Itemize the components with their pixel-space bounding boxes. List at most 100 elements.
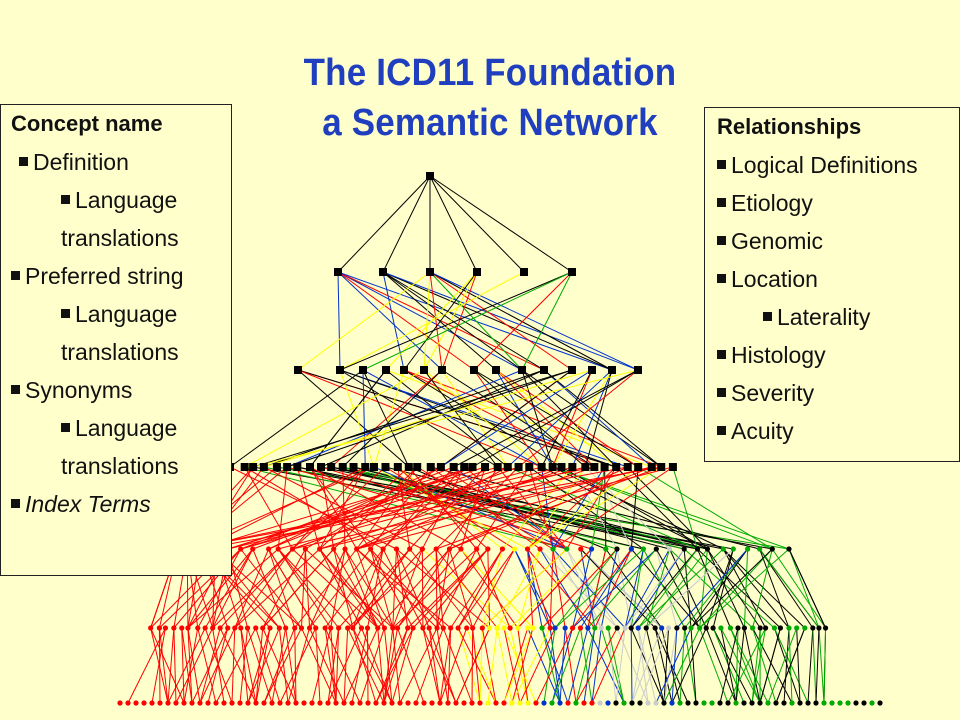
network-edge [699,548,790,629]
network-edge [594,548,632,629]
network-edge [268,466,442,550]
network-edge [541,369,593,468]
network-edge [347,627,385,704]
network-leaf-node [797,700,803,706]
network-leaf-node [550,546,556,552]
network-edge [637,548,724,629]
network-edge [630,627,633,704]
network-leaf-node [821,700,827,706]
network-edge [572,548,632,629]
network-node [404,463,413,471]
network-edge [575,627,596,704]
network-leaf-node [189,700,195,706]
network-leaf-node [469,700,475,706]
network-leaf-node [479,625,485,631]
network-leaf-node [837,700,843,706]
network-edge [796,627,801,704]
network-leaf-node [373,700,379,706]
network-leaf-node [564,546,570,552]
bullet-icon [717,198,726,208]
network-leaf-node [704,546,711,552]
network-leaf-node [573,700,579,706]
bullet-icon [19,157,28,167]
network-edge [150,627,185,704]
network-edge [297,271,431,371]
network-edge [706,548,745,629]
network-edge [552,369,593,468]
network-leaf-node [757,700,763,706]
network-leaf-node [733,700,739,706]
network-leaf-node [195,625,201,631]
network-leaf-node [309,700,315,706]
network-edge [743,548,749,629]
network-edge [436,548,478,629]
network-edge [309,548,372,629]
network-edge [277,548,340,629]
network-leaf-node [794,625,800,631]
network-leaf-node [578,546,584,552]
network-leaf-node [205,700,211,706]
network-leaf-node [410,625,416,631]
network-leaf-node [652,625,658,631]
network-leaf-node [302,546,308,552]
network-leaf-node [741,625,747,631]
network-edge [377,627,385,704]
network-edge [727,627,767,704]
network-leaf-node [598,625,604,631]
network-leaf-node [448,625,454,631]
network-edge [330,369,443,468]
network-leaf-node [585,625,591,631]
network-edge [227,466,562,550]
network-edge [645,548,708,629]
network-leaf-node [487,625,493,631]
network-leaf-node [741,700,747,706]
network-leaf-node [730,546,736,552]
relationship-item: Logical Definitions [717,146,959,184]
network-edge [407,548,489,629]
network-edge [566,548,602,629]
network-leaf-node [614,546,620,552]
network-edge [397,548,462,629]
network-edge [517,548,541,629]
network-edge [807,627,814,704]
network-leaf-node [628,625,634,631]
bullet-icon [717,274,726,284]
network-edge [292,466,386,550]
network-edge [252,548,287,629]
network-edge [441,369,595,468]
network-leaf-node [345,625,351,631]
network-edge [315,627,321,704]
network-edge [370,466,432,550]
network-node [359,366,367,374]
network-edge [339,271,525,371]
concept-subitem-continued: translations [61,453,179,479]
network-edge [767,627,798,704]
network-edge [720,627,737,704]
network-leaf-node [877,700,883,706]
network-edge [240,548,302,629]
network-node [306,463,315,471]
network-edge [580,548,596,629]
network-leaf-node [221,700,227,706]
network-edge [627,466,708,550]
network-leaf-node [562,625,568,631]
network-leaf-node [621,700,627,706]
network-edge [362,369,366,468]
network-edge [215,627,257,704]
network-node [668,463,677,471]
network-leaf-node [328,625,334,631]
network-edge [373,369,405,468]
page-title-line-1: The ICD11 Foundation [303,52,677,94]
network-edge [337,271,613,371]
network-leaf-node [301,700,307,706]
network-leaf-node [769,546,775,552]
network-leaf-node [693,700,699,706]
concept-subitem-continued: translations [61,225,179,251]
network-edge [600,627,625,704]
network-edge [382,271,497,371]
network-edge [181,627,185,704]
network-edge [183,627,199,704]
network-leaf-node [470,625,476,631]
network-node [283,463,292,471]
network-leaf-node [217,625,223,631]
